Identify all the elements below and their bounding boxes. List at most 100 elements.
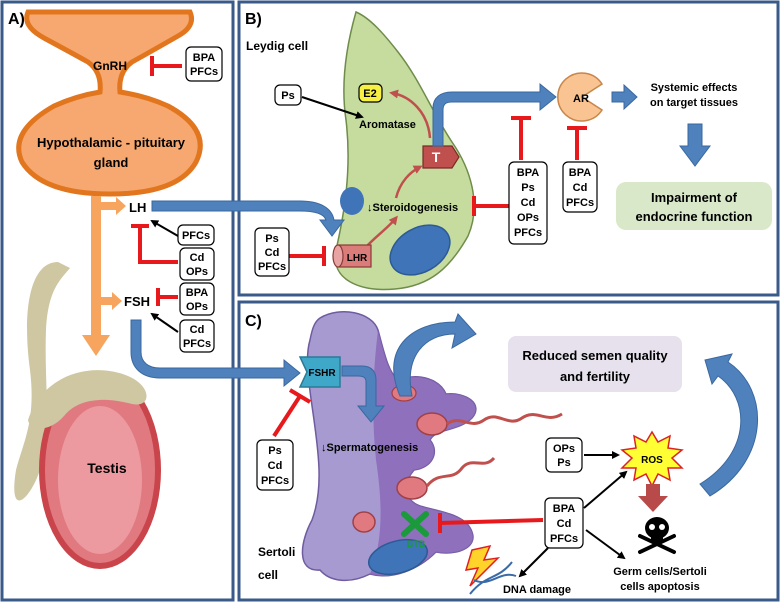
fsh-cd-pfcs-box [179, 319, 215, 353]
t-text: T [432, 149, 441, 165]
ar-inhibitor-2: Cd [573, 182, 588, 194]
apoptosis-label-1: Germ cells/Sertoli [613, 566, 707, 578]
fsh-to-fshr-arrow [130, 319, 301, 388]
t-to-ar-arrow [432, 82, 557, 147]
gnrh-inhibitor-1: BPA [193, 52, 215, 64]
e2-text: E2 [363, 88, 376, 100]
lhr-inhibitor-3: PFCs [258, 261, 286, 273]
fshr-inhibitor-box [256, 439, 294, 491]
lhr-text: LHR [347, 253, 368, 264]
sperm-tail-1 [446, 412, 563, 426]
panel-b-frame [237, 0, 780, 297]
fsh-cd-pfcs-text-2: PFCs [183, 338, 211, 350]
steroid-inhibitor-1: BPA [517, 167, 539, 179]
steroid-inhibitor-box [508, 161, 548, 245]
lh-fsh-arrow [82, 196, 110, 356]
btb-label: BTB [407, 539, 426, 549]
hypothalamus-label-2: gland [94, 155, 129, 170]
ops-ps-box [545, 437, 583, 473]
lh-to-lhr-arrow [151, 200, 345, 237]
epididymis-cap [28, 370, 147, 429]
lh-cd-ops-text-2: OPs [186, 266, 208, 278]
steroid-inhibitor-2: Ps [521, 182, 534, 194]
lh-pfcs-arrow [150, 220, 179, 237]
leydig-vesicle [340, 187, 364, 215]
semen-label-2: and fertility [560, 369, 631, 384]
bpa-cd-pfcs-text-2: Cd [557, 518, 572, 530]
lhr-inhibitor-box [254, 227, 290, 277]
ops-ps-text-2: Ps [557, 457, 570, 469]
sertoli-to-semen-arrow [393, 313, 477, 397]
leydig-nucleus [389, 224, 451, 276]
bpa-cd-pfcs-box [544, 497, 584, 549]
fsh-bpa-ops-text-1: BPA [186, 287, 208, 299]
bpa-cd-pfcs-text-3: PFCs [550, 533, 578, 545]
bpa-btb-inhibit-line [439, 518, 544, 525]
lhr-to-steroid-arrow [365, 215, 398, 248]
lh-branch-arrow [101, 197, 126, 215]
fshr-inhibitor-1: Ps [268, 445, 281, 457]
hypothalamus-label-1: Hypothalamic - pituitary [37, 135, 186, 150]
leydig-cell-shape [334, 10, 475, 291]
ps-text: Ps [281, 90, 294, 102]
sperm-tail-2 [425, 456, 496, 488]
ar-inhibitor-1: BPA [569, 167, 591, 179]
impairment-box [616, 182, 772, 230]
gnrh-inhibitor-box [185, 46, 223, 82]
epididymis-shape [14, 262, 71, 501]
steroidogenesis-label: ↓Steroidogenesis [367, 202, 458, 214]
fshr-inhibit-line [272, 394, 302, 438]
panel-c-label: C) [245, 313, 262, 330]
bpa-to-dna-arrow [518, 547, 549, 578]
fsh-label: FSH [124, 294, 150, 309]
lhr-inhibitor-2: Cd [265, 247, 280, 259]
lhr-inhibitor-1: Ps [265, 233, 278, 245]
panel-b-label: B) [245, 11, 262, 28]
ar-receptor [557, 72, 604, 122]
apoptosis-label-2: cells apoptosis [620, 581, 699, 593]
panel-a-label: A) [8, 11, 25, 28]
steroid-to-t-arrow [394, 165, 423, 199]
testis-highlight [58, 406, 142, 554]
gnrh-label: GnRH [93, 59, 127, 73]
ar-inhibitor-3: PFCs [566, 197, 594, 209]
ros-to-apoptosis-arrow [638, 484, 668, 512]
aromatase-label: Aromatase [359, 119, 416, 131]
ar-inhibitor-box [562, 161, 598, 213]
bpa-to-apoptosis-arrow [585, 529, 626, 560]
lh-cd-ops-inhibit [138, 226, 178, 264]
lh-cd-ops-box [179, 247, 215, 281]
systemic-to-impairment-arrow [679, 123, 711, 167]
lhr-cylinder-cap [332, 244, 344, 268]
fsh-bpa-ops-text-2: OPs [186, 301, 208, 313]
skull-icon [638, 517, 676, 554]
bpa-cd-pfcs-text-1: BPA [553, 503, 575, 515]
fshr-text: FSHR [308, 368, 336, 379]
panel-a-frame [0, 0, 235, 602]
semen-label-1: Reduced semen quality [522, 348, 668, 363]
spermatid-3 [352, 511, 376, 533]
fshr-receptor [298, 356, 341, 388]
fsh-cd-pfcs-text-1: Cd [190, 324, 205, 336]
systemic-label-2: on target tissues [650, 97, 738, 109]
lh-pfcs-text: PFCs [182, 230, 210, 242]
sertoli-label-1: Sertoli [258, 545, 295, 559]
testis-label: Testis [87, 460, 127, 476]
lh-pfcs-box [177, 224, 215, 246]
lightning-icon [464, 544, 501, 587]
t-pentagon [422, 145, 460, 169]
dna-damage-label: DNA damage [503, 584, 571, 596]
fsh-cd-pfcs-arrow [150, 312, 179, 333]
steroid-inhibitor-4: OPs [517, 212, 539, 224]
sertoli-label-2: cell [258, 568, 278, 582]
lh-cd-ops-text-1: Cd [190, 252, 205, 264]
ps-to-aromatase-arrow [301, 96, 364, 119]
sertoli-nucleus [367, 538, 429, 576]
fshr-inhibitor-2: Cd [268, 460, 283, 472]
steroid-inhibitor-5: PFCs [514, 227, 542, 239]
hypothalamus-shape [16, 9, 203, 197]
dna-icon [469, 561, 517, 595]
semen-box [508, 336, 682, 392]
gnrh-inhibitor-2: PFCs [190, 66, 218, 78]
ar-to-systemic-arrow [611, 83, 638, 111]
